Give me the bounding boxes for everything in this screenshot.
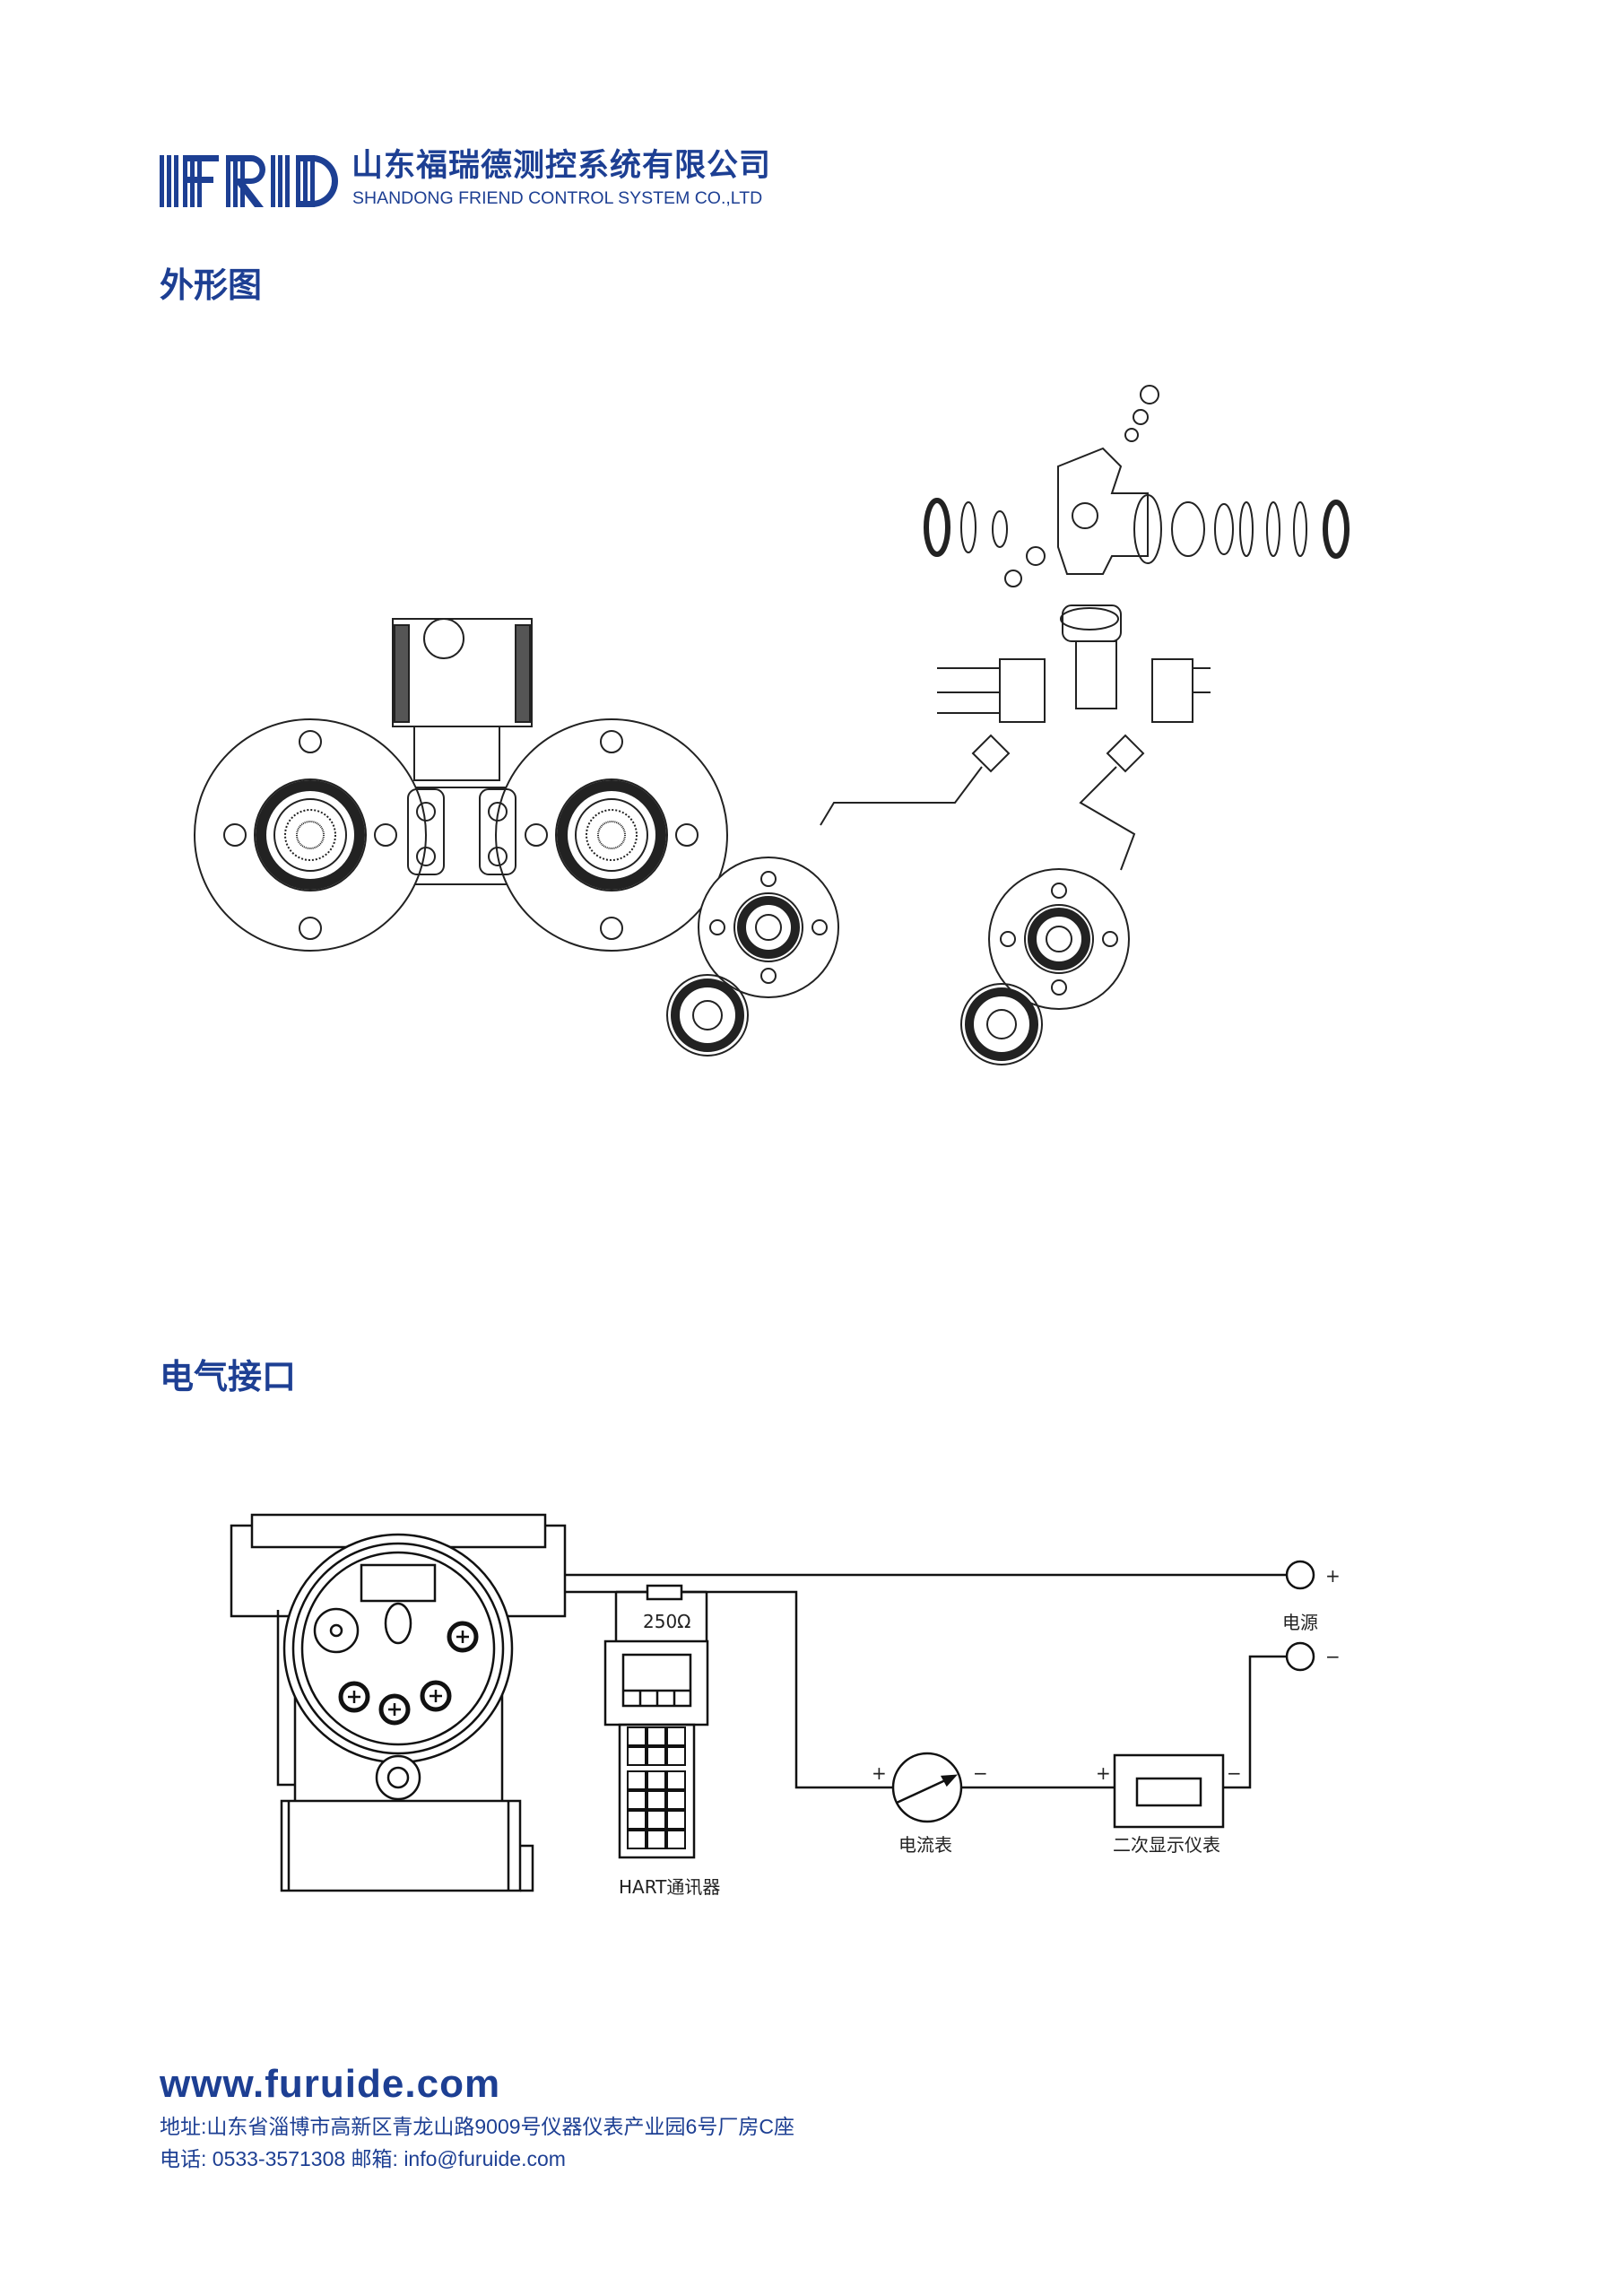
- transmitter-terminal-housing: [230, 1513, 567, 1892]
- display-plus-sign: +: [1096, 1762, 1111, 1784]
- section-title-outline: 外形图: [160, 265, 263, 305]
- ammeter-plus-sign: +: [872, 1762, 887, 1784]
- company-name-en: SHANDONG FRIEND CONTROL SYSTEM CO.,LTD: [352, 188, 763, 208]
- contact-text: 电话: 0533-3571308 邮箱: info@furuide.com: [160, 2147, 566, 2170]
- display-label: 二次显示仪表: [1113, 1834, 1220, 1856]
- power-plus-terminal: [1285, 1560, 1315, 1590]
- website-link[interactable]: www.furuide.com: [160, 2062, 501, 2106]
- power-minus-sign: −: [1325, 1646, 1341, 1667]
- display-minus-sign: −: [1227, 1762, 1242, 1784]
- power-minus-terminal: [1285, 1641, 1315, 1672]
- terminal-screw-icons: [338, 1621, 479, 1726]
- ammeter-minus-sign: −: [973, 1762, 988, 1784]
- assembled-transmitter: [194, 618, 728, 952]
- ammeter-label: 电流表: [898, 1834, 952, 1856]
- company-name-cn: 山东福瑞德测控系统有限公司: [352, 148, 772, 184]
- power-plus-sign: +: [1325, 1565, 1341, 1587]
- power-label: 电源: [1282, 1612, 1318, 1633]
- exploded-view: [666, 385, 1350, 1065]
- ammeter-icon: [891, 1752, 963, 1823]
- resistor-label: 250Ω: [643, 1611, 690, 1632]
- section-title-electrical: 电气接口: [160, 1357, 297, 1396]
- hart-communicator: [603, 1584, 709, 1859]
- secondary-display: [1113, 1753, 1225, 1829]
- wires: [565, 1573, 1287, 1789]
- address-text: 地址:山东省淄博市高新区青龙山路9009号仪器仪表产业园6号厂房C座: [160, 2115, 794, 2138]
- hart-label: HART通讯器: [619, 1876, 720, 1898]
